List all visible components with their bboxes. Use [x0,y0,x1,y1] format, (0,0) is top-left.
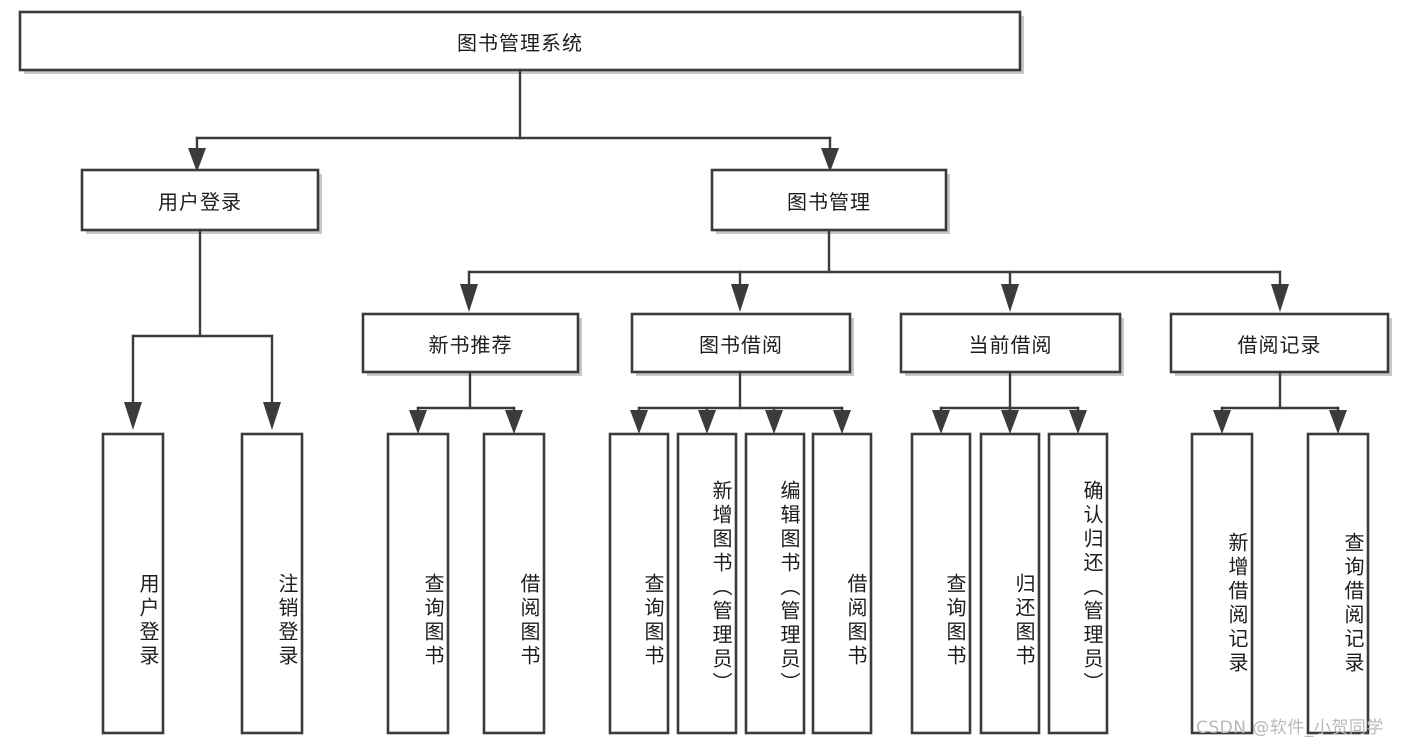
leaf-box-query-book-3[interactable] [910,432,972,735]
leaf-box-borrow-book-2[interactable] [811,432,873,735]
arrow-head-leaf-query-book-2 [630,410,648,434]
arrow-head-userlogin [188,148,206,172]
leaf-box-add-book[interactable] [676,432,738,735]
arrow-head-leaf-user-login [124,402,142,430]
arrow-head-bookmgmt [821,148,839,172]
leaf-box-add-record[interactable] [1190,432,1254,735]
node-user-login-box[interactable] [80,168,322,234]
arrow-head-current-borrow [1001,284,1019,312]
node-book-management-box[interactable] [710,168,950,234]
arrow-head-leaf-return-book [1001,410,1019,434]
arrow-head-leaf-add-record [1213,410,1231,434]
leaf-box-query-book-2[interactable] [608,432,670,735]
arrow-head-leaf-add-book [698,410,716,434]
leaf-box-return-book[interactable] [979,432,1041,735]
leaf-box-confirm-return[interactable] [1047,432,1109,735]
leaf-box-edit-book[interactable] [744,432,806,735]
arrow-head-book-borrow [731,284,749,312]
leaf-box-borrow-book-1[interactable] [482,432,546,735]
arrow-head-leaf-query-book-1 [409,410,427,434]
arrow-head-leaf-borrow-book-2 [833,410,851,434]
arrow-head-new-book-recommend [460,284,478,312]
node-borrow-record-box[interactable] [1169,312,1392,376]
arrow-head-borrow-record [1271,284,1289,312]
arrow-head-leaf-edit-book [765,410,783,434]
node-new-book-recommend-box[interactable] [361,312,582,376]
node-current-borrow-box[interactable] [899,312,1124,376]
leaf-box-user-login[interactable] [101,432,165,735]
arrow-head-leaf-query-book-3 [932,410,950,434]
node-book-borrow-box[interactable] [630,312,854,376]
leaf-box-query-book-1[interactable] [386,432,450,735]
arrow-head-leaf-query-record [1329,410,1347,434]
arrow-head-leaf-confirm-return [1069,410,1087,434]
arrow-head-leaf-user-logout [263,402,281,430]
arrow-head-leaf-borrow-book-1 [505,410,523,434]
node-root-box[interactable] [18,10,1024,74]
leaf-box-query-record[interactable] [1306,432,1370,735]
leaf-box-user-logout[interactable] [240,432,304,735]
